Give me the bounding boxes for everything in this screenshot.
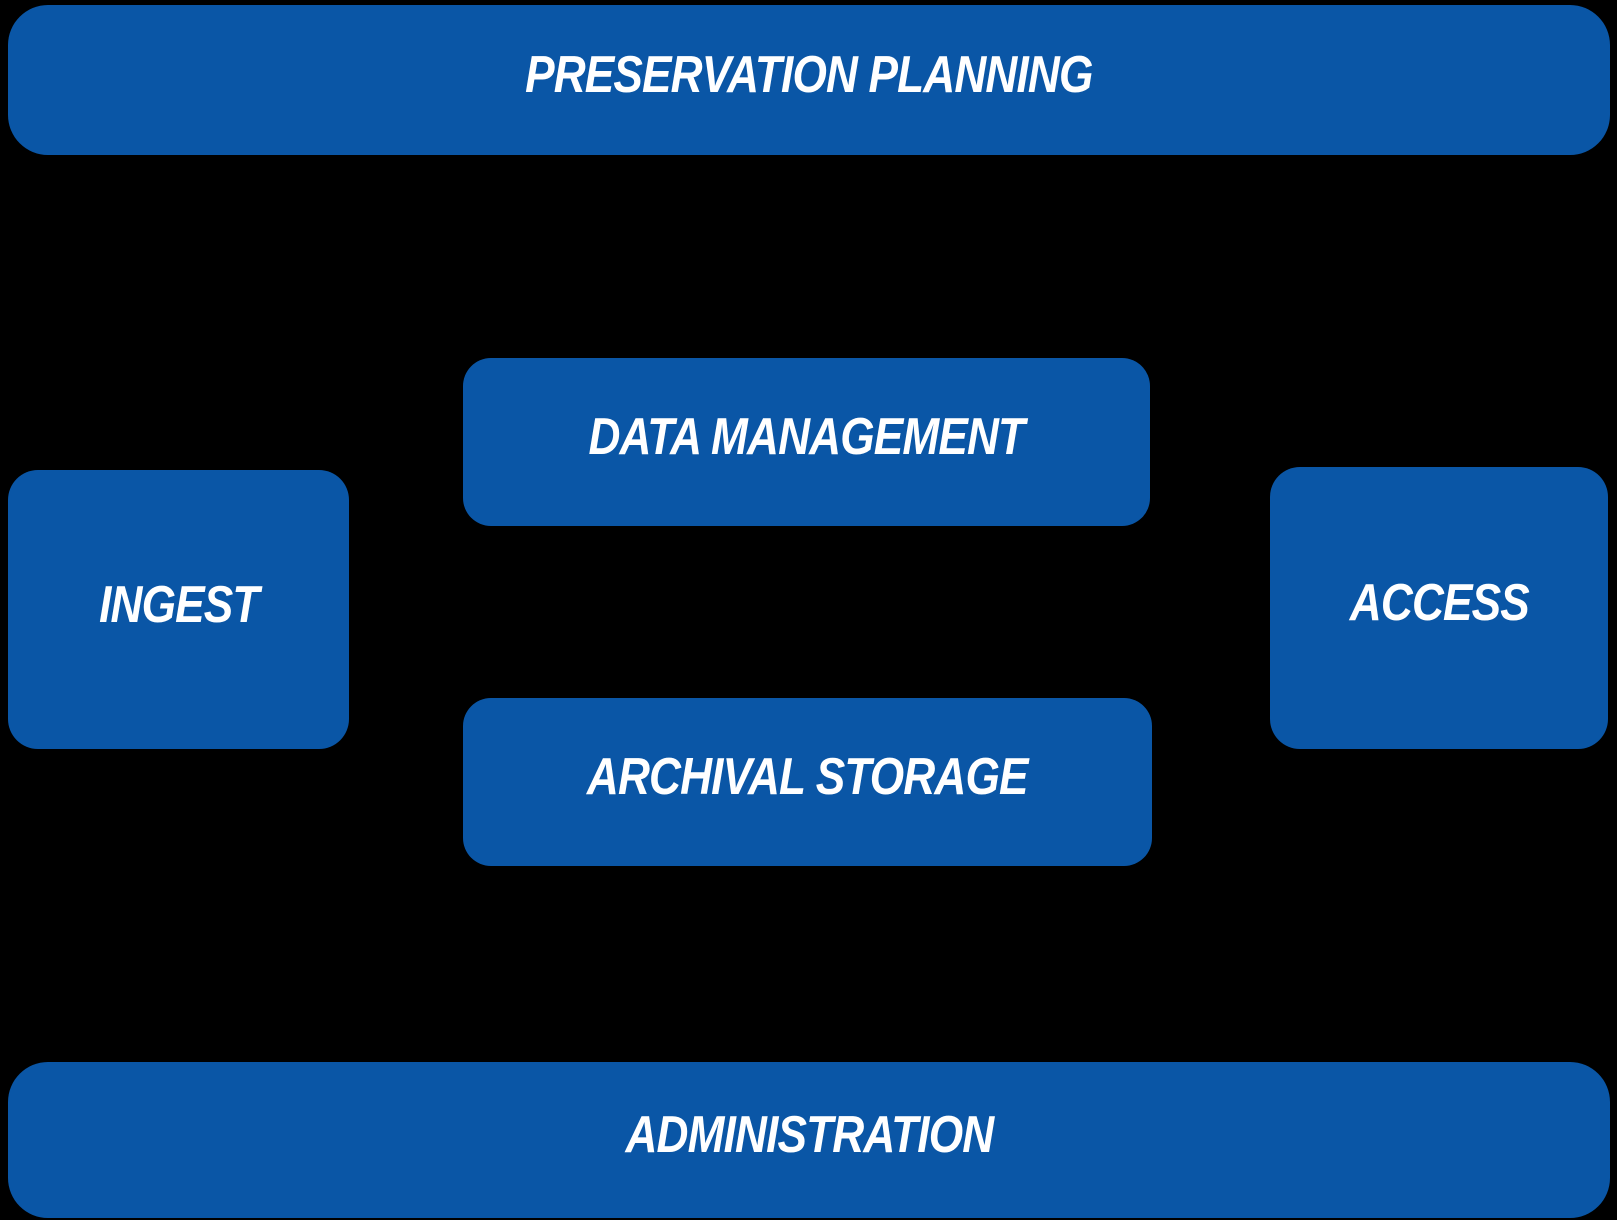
archival-storage-box: ARCHIVAL STORAGE [463, 698, 1152, 866]
data-management-label: DATA MANAGEMENT [588, 408, 1026, 466]
archival-storage-label: ARCHIVAL STORAGE [587, 748, 1029, 806]
ingest-box: INGEST [8, 470, 349, 749]
administration-box: ADMINISTRATION [8, 1062, 1610, 1218]
administration-label: ADMINISTRATION [625, 1106, 994, 1164]
ingest-label: INGEST [98, 575, 259, 634]
data-management-box: DATA MANAGEMENT [463, 358, 1150, 526]
preservation-planning-box: PRESERVATION PLANNING [8, 5, 1610, 155]
preservation-planning-label: PRESERVATION PLANNING [525, 46, 1093, 104]
access-box: ACCESS [1270, 467, 1608, 749]
access-label: ACCESS [1349, 574, 1529, 632]
